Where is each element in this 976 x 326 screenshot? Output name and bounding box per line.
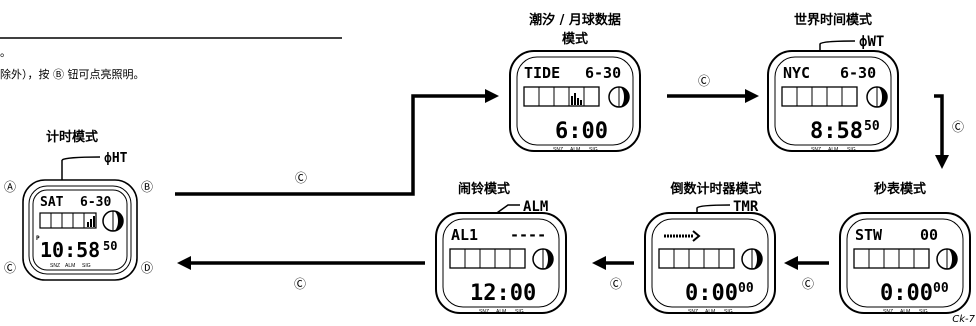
alm-label: ALM xyxy=(570,147,580,153)
timekeeping-day: SAT xyxy=(40,195,64,210)
stopwatch-mode-title: 秒表模式 xyxy=(874,181,926,197)
snz-label: SNZ xyxy=(553,147,563,153)
stopwatch-top-value: 00 xyxy=(920,226,938,244)
sig-label: SIG xyxy=(589,147,598,153)
timekeeping-pm-indicator: P xyxy=(36,235,40,242)
alm-label: ALM xyxy=(496,309,506,315)
timekeeping-watch-face xyxy=(32,189,128,271)
stopwatch-label: STW xyxy=(855,226,883,244)
tide-label: TIDE xyxy=(524,64,560,82)
sig-label: SIG xyxy=(515,309,524,315)
alarm-number: AL1 xyxy=(451,226,478,244)
button-b-label: Ⓑ xyxy=(141,180,153,194)
alarm-indicator-label: ALM xyxy=(523,199,548,215)
world-time-graph-area xyxy=(781,86,858,107)
world-time-mode-title: 世界时间模式 xyxy=(794,12,872,28)
countdown-indicator-line xyxy=(696,204,731,218)
moon-phase-icon xyxy=(741,248,763,270)
snz-label: SNZ xyxy=(883,309,893,315)
stopwatch-hundredths: 00 xyxy=(933,281,949,296)
tide-date: 6-30 xyxy=(585,64,621,82)
snz-label: SNZ xyxy=(50,263,60,269)
transition-label-5: Ⓒ xyxy=(610,277,622,291)
globe-icon: ф xyxy=(859,34,867,50)
timekeeping-graph-area xyxy=(39,212,97,229)
moon-phase-icon xyxy=(608,86,630,108)
timekeeping-indicator-label: фHT xyxy=(104,151,128,166)
world-time-city: NYC xyxy=(783,64,810,82)
alm-label: ALM xyxy=(828,147,838,153)
world-time-indicator-text: WT xyxy=(867,34,884,50)
world-time-mode-group: 世界时间模式 фWT NYC 6-30 8:58 50 SNZ ALM SIG xyxy=(767,12,899,153)
countdown-graph-area xyxy=(658,248,735,269)
timekeeping-date: 6-30 xyxy=(80,195,111,210)
alarm-mode-group: 闹铃模式 ALM AL1 ---- 12:00 SNZ ALM SIG xyxy=(435,181,567,315)
sig-label: SIG xyxy=(82,263,91,269)
intro-line-2: 除外），按 Ⓑ 钮可点亮照明。 xyxy=(0,67,145,81)
arrow-worldtime-to-stopwatch xyxy=(934,94,949,169)
transition-label-3: Ⓒ xyxy=(952,120,964,134)
countdown-time: 0:00 xyxy=(685,281,738,306)
alm-label: ALM xyxy=(65,263,75,269)
moon-phase-icon xyxy=(532,248,554,270)
arrow-timekeeping-to-tide xyxy=(175,89,499,196)
moon-phase-icon xyxy=(866,86,888,108)
snz-label: SNZ xyxy=(479,309,489,315)
tide-mode-title-line1: 潮汐 / 月球数据 xyxy=(529,12,621,28)
transition-label-2: Ⓒ xyxy=(698,74,710,88)
world-time-date: 6-30 xyxy=(840,64,876,82)
snz-label: SNZ xyxy=(811,147,821,153)
globe-icon: ф xyxy=(104,151,112,166)
snz-label: SNZ xyxy=(688,309,698,315)
countdown-mode-group: 倒数计时器模式 TMR 0:00 00 SNZ ALM SIG xyxy=(644,181,776,315)
timekeeping-time: 10:58 xyxy=(40,238,100,262)
world-time-indicator-label: фWT xyxy=(859,34,884,50)
sig-label: SIG xyxy=(919,309,928,315)
world-time-time: 8:58 xyxy=(810,119,863,144)
transition-label-1: Ⓒ xyxy=(295,171,307,185)
timekeeping-indicator-line xyxy=(61,156,101,161)
tide-time: 6:00 xyxy=(555,119,608,144)
transition-label-4: Ⓒ xyxy=(802,277,814,291)
button-a-label: Ⓐ xyxy=(4,180,16,194)
moon-phase-icon xyxy=(102,210,124,232)
timekeeping-indicator-text: HT xyxy=(112,151,128,166)
intro-line-1: 。 xyxy=(0,46,11,59)
alm-label: ALM xyxy=(705,309,715,315)
tide-graph-area xyxy=(523,86,600,107)
alarm-graph-area xyxy=(449,248,526,269)
button-d-label: Ⓓ xyxy=(141,261,153,275)
page-code: Ck-7 xyxy=(952,314,975,325)
timekeeping-seconds: 50 xyxy=(103,239,117,253)
sig-label: SIG xyxy=(847,147,856,153)
countdown-hundredths: 00 xyxy=(738,281,754,296)
timekeeping-mode-title: 计时模式 xyxy=(46,129,98,145)
alarm-time: 12:00 xyxy=(470,281,536,306)
timekeeping-mode-group: 计时模式 фHT SAT 6-30 P 10:58 50 SNZ ALM SIG… xyxy=(4,129,153,281)
moon-phase-icon xyxy=(936,248,958,270)
tide-mode-title-line2: 模式 xyxy=(562,31,588,47)
button-c-label: Ⓒ xyxy=(4,261,16,275)
alm-label: ALM xyxy=(900,309,910,315)
stopwatch-time: 0:00 xyxy=(880,281,933,306)
countdown-mode-title: 倒数计时器模式 xyxy=(669,181,761,197)
world-time-seconds: 50 xyxy=(864,119,880,134)
transition-label-6: Ⓒ xyxy=(294,277,306,291)
stopwatch-mode-group: 秒表模式 STW 00 0:00 00 SNZ ALM SIG xyxy=(839,181,971,315)
world-time-indicator-line xyxy=(819,40,856,57)
countdown-arrow-icon xyxy=(664,230,701,242)
countdown-indicator-label: TMR xyxy=(733,199,759,215)
alarm-top-value: ---- xyxy=(510,226,546,244)
stopwatch-graph-area xyxy=(853,248,930,269)
alarm-mode-title: 闹铃模式 xyxy=(458,181,510,197)
sig-label: SIG xyxy=(724,309,733,315)
tide-moon-mode-group: 潮汐 / 月球数据 模式 TIDE 6-30 6:00 SNZ ALM SIG xyxy=(509,12,641,153)
